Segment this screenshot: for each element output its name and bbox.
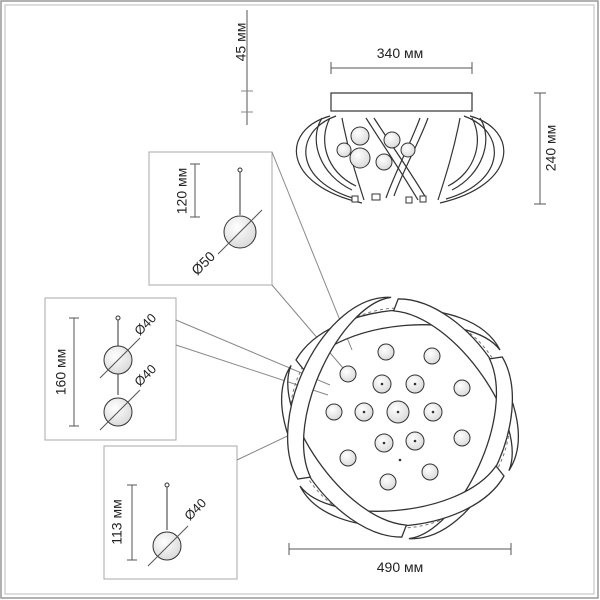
- detail-panel-a: [148, 151, 273, 286]
- side-view-fixture: [295, 92, 505, 204]
- detail-panel-b: [44, 297, 177, 441]
- side-view-hooks: [351, 193, 427, 204]
- side-height-label: 240 мм: [543, 125, 559, 172]
- inner-border: [4, 4, 595, 595]
- detail-b-length: 160 мм: [53, 349, 69, 396]
- top-width-dimension: [330, 62, 473, 74]
- bottom-width-dimension: [288, 543, 512, 555]
- top-width-label: 340 мм: [377, 45, 424, 61]
- detail-a-length: 120 мм: [174, 168, 190, 215]
- canopy-height-dimension: [241, 10, 253, 125]
- detail-panel-c: [103, 445, 238, 580]
- side-height-dimension: [534, 92, 546, 205]
- top-view-fixture: [281, 296, 519, 540]
- bottom-width-label: 490 мм: [377, 559, 424, 575]
- canopy-height-label: 45 мм: [233, 23, 249, 62]
- detail-c-length: 113 мм: [109, 499, 125, 544]
- side-view-balls: [336, 126, 416, 171]
